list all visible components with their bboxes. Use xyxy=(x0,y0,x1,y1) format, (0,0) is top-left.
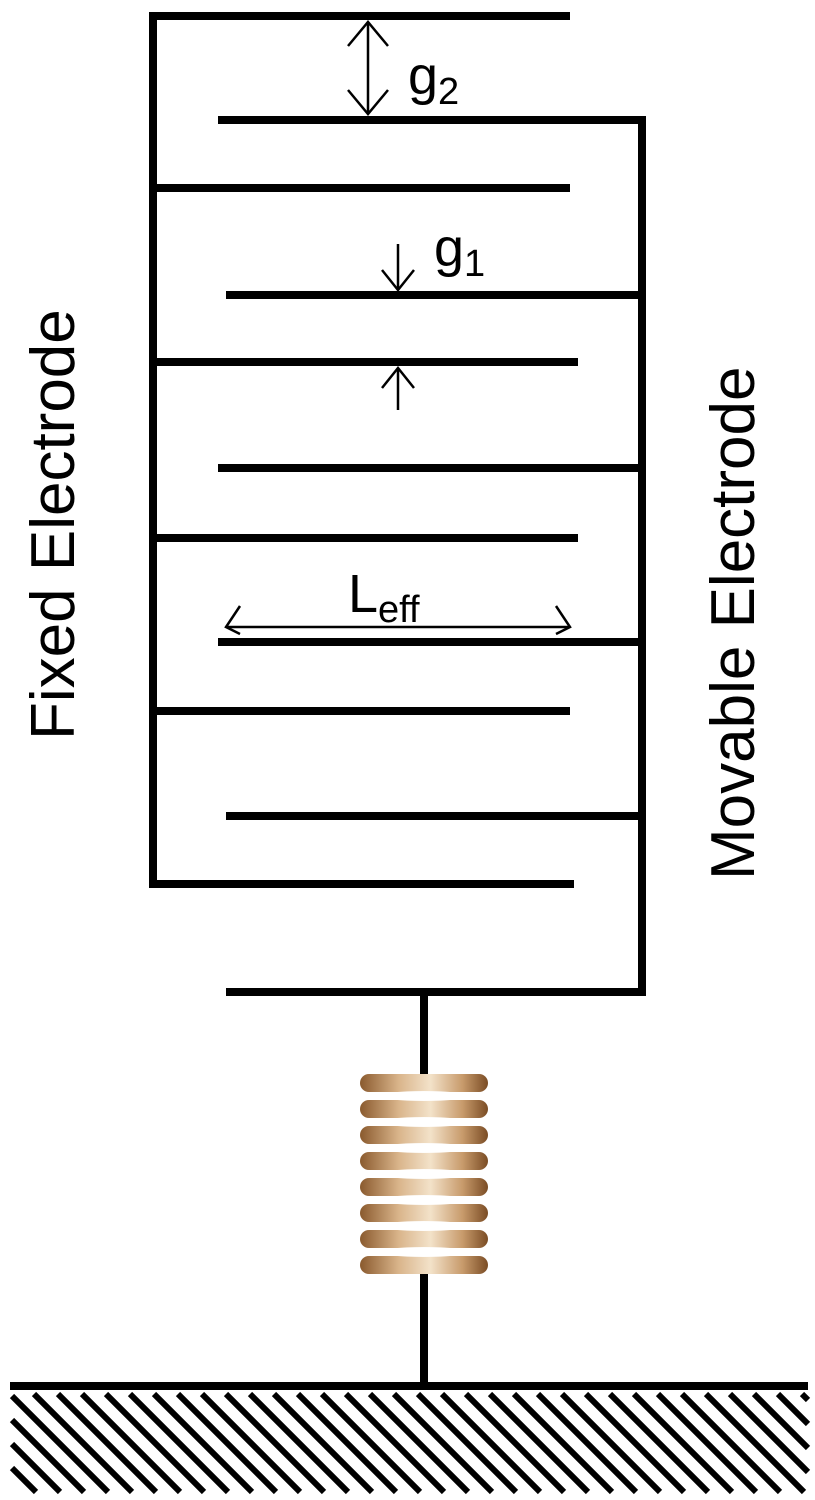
ground-hatch-line xyxy=(199,1391,303,1495)
gap1-label: g1 xyxy=(434,218,485,285)
ground-hatch-line xyxy=(439,1391,543,1495)
fixed-electrode xyxy=(149,12,578,888)
hatched-ground-icon xyxy=(9,1382,811,1495)
ground-hatch-line xyxy=(559,1391,663,1495)
ground-hatch-line xyxy=(367,1391,471,1495)
ground-hatch-line xyxy=(127,1391,231,1495)
ground-hatch-line xyxy=(151,1391,255,1495)
ground-hatch-line xyxy=(295,1391,399,1495)
gap2-label: g2 xyxy=(408,46,459,113)
ground-hatch-line xyxy=(31,1391,135,1495)
ground-hatch-line xyxy=(511,1391,615,1495)
movable-electrode-label: Movable Electrode xyxy=(699,367,768,881)
ground-hatch-line xyxy=(583,1391,687,1495)
ground-hatch-line xyxy=(9,1417,87,1495)
effective-length-dimension xyxy=(224,605,572,636)
ground-hatch-line xyxy=(319,1391,423,1495)
ground-hatch-line xyxy=(655,1391,759,1495)
movable-electrode xyxy=(218,116,646,996)
effective-length-label: Leff xyxy=(348,564,420,631)
gap1-dimension xyxy=(381,244,415,410)
ground-hatch-line xyxy=(727,1391,811,1475)
coil-spring-icon xyxy=(360,1074,488,1274)
ground-hatch-line xyxy=(775,1391,811,1427)
gap2-dimension xyxy=(347,20,389,116)
ground-hatch-line xyxy=(487,1391,591,1495)
ground-hatch-line xyxy=(631,1391,735,1495)
ground-hatch-line xyxy=(223,1391,327,1495)
ground-hatch-line xyxy=(343,1391,447,1495)
ground-hatch-line xyxy=(79,1391,183,1495)
ground-hatch-line xyxy=(55,1391,159,1495)
ground-hatch-line xyxy=(247,1391,351,1495)
ground-hatch-line xyxy=(103,1391,207,1495)
ground-hatch-line xyxy=(391,1391,495,1495)
fixed-electrode-label: Fixed Electrode xyxy=(19,309,88,740)
ground-hatch-line xyxy=(9,1441,63,1495)
ground-hatch-line xyxy=(535,1391,639,1495)
ground-hatch-line xyxy=(271,1391,375,1495)
ground-hatch-line xyxy=(751,1391,811,1451)
ground-hatch-line xyxy=(9,1465,39,1495)
ground-hatch-line xyxy=(703,1391,807,1495)
ground-hatch-line xyxy=(607,1391,711,1495)
ground-hatch-line xyxy=(679,1391,783,1495)
ground-hatch-line xyxy=(463,1391,567,1495)
ground-hatch-line xyxy=(175,1391,279,1495)
ground-hatch-line xyxy=(9,1393,111,1495)
ground-hatch-line xyxy=(415,1391,519,1495)
ground-hatch-line xyxy=(799,1391,811,1403)
